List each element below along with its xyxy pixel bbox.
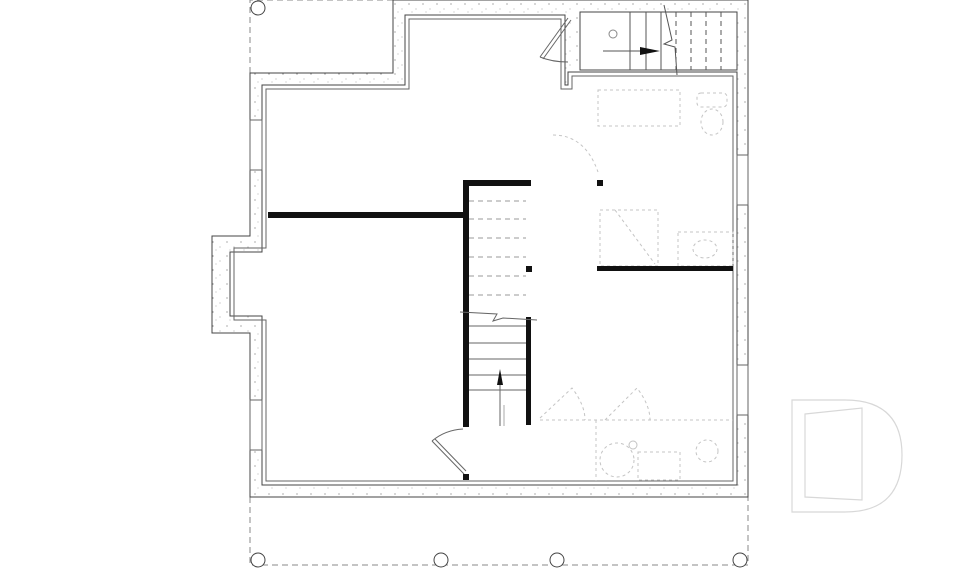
column: [250, 552, 266, 568]
partitions: [268, 180, 733, 480]
laundry-tub: [599, 209, 659, 267]
post: [597, 180, 603, 186]
windows: [249, 119, 749, 451]
exterior-stair: [603, 4, 722, 76]
water-heater: [599, 442, 635, 478]
foundation-wall: [211, 0, 749, 498]
window: [736, 154, 749, 206]
fixtures: [539, 89, 734, 481]
window: [736, 364, 749, 416]
exterior-stair-well: [579, 11, 738, 71]
interior-stair: [459, 200, 538, 426]
toilet-tank: [696, 92, 728, 108]
entry-door: [539, 17, 572, 63]
partition-wall: [268, 212, 466, 218]
logo: [791, 399, 903, 513]
column: [549, 552, 565, 568]
interior-finish-line: [233, 18, 734, 482]
post: [463, 474, 469, 480]
porch-columns: [250, 0, 748, 568]
furnace: [637, 451, 681, 481]
shower: [597, 89, 681, 127]
post: [526, 266, 532, 272]
partition-wall: [597, 266, 733, 271]
stair-door: [431, 428, 467, 475]
window: [249, 399, 263, 451]
column: [433, 552, 449, 568]
porch-outline: [249, 0, 749, 566]
stair-wall-right: [526, 317, 531, 425]
floor-drain: [628, 440, 638, 450]
sump-pit: [695, 439, 719, 463]
stair-wall-top: [463, 180, 531, 186]
stair-wall-left: [463, 180, 469, 427]
toilet-bowl: [700, 108, 724, 136]
drain-icon: [608, 29, 618, 39]
column: [732, 552, 748, 568]
sink: [677, 231, 734, 267]
column: [250, 0, 266, 16]
window: [249, 119, 263, 171]
